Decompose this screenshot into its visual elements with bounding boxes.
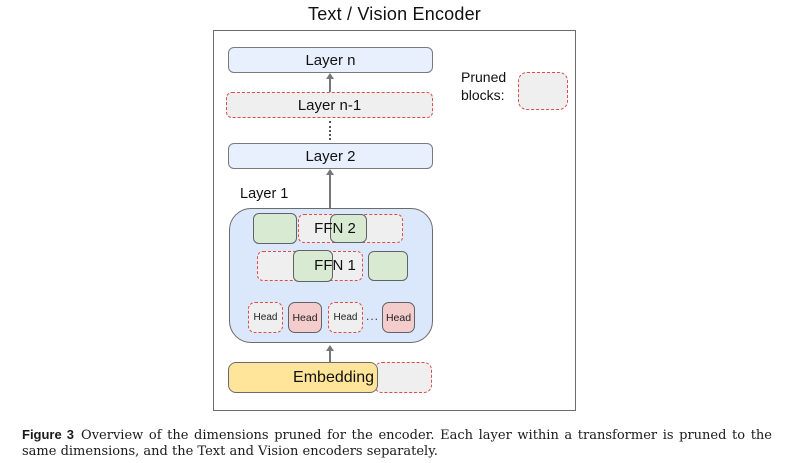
ffn2-label: FFN 2 <box>314 220 356 237</box>
attention-head-kept: Head <box>288 302 322 333</box>
embedding-pruned-block <box>374 362 432 393</box>
ffn1-label: FFN 1 <box>314 257 356 274</box>
arrow-line <box>329 173 331 208</box>
diagram-title: Text / Vision Encoder <box>308 4 481 24</box>
layer-1-label: Layer 1 <box>240 186 289 202</box>
attention-head-kept: Head <box>382 302 415 333</box>
pruned-block-legend-swatch <box>518 72 568 110</box>
figure-caption-tag: Figure 3 <box>22 427 75 442</box>
figure-caption-text: Overview of the dimensions pruned for th… <box>22 428 772 459</box>
layer-n-box: Layer n <box>228 47 433 73</box>
arrow-up-icon <box>325 345 335 362</box>
arrow-head-icon <box>326 73 334 79</box>
encoder-diagram: Text / Vision Encoder Layer n Layer n-1 … <box>213 4 576 411</box>
arrow-line <box>329 77 331 92</box>
ffn2-kept-block <box>253 213 297 244</box>
layer-n-minus-1-box: Layer n-1 <box>226 92 433 118</box>
layer-2-box: Layer 2 <box>228 143 433 169</box>
arrow-head-icon <box>326 169 334 175</box>
ffn1-kept-block <box>293 250 333 282</box>
pruned-blocks-legend-label: Pruned blocks: <box>461 69 506 104</box>
arrow-line <box>329 349 331 362</box>
ffn2-kept-block <box>330 214 367 243</box>
embedding-block: Embedding <box>228 362 378 393</box>
heads-ellipsis: ... <box>366 309 380 323</box>
attention-head-pruned: Head <box>328 302 363 333</box>
vertical-ellipsis-icon <box>329 121 331 140</box>
attention-head-pruned: Head <box>248 302 283 333</box>
ffn1-kept-block <box>368 251 408 281</box>
arrow-up-icon <box>325 169 335 208</box>
arrow-up-icon <box>325 73 335 92</box>
arrow-head-icon <box>326 345 334 351</box>
legend-line2: blocks: <box>461 86 505 103</box>
legend-line1: Pruned <box>461 69 507 85</box>
